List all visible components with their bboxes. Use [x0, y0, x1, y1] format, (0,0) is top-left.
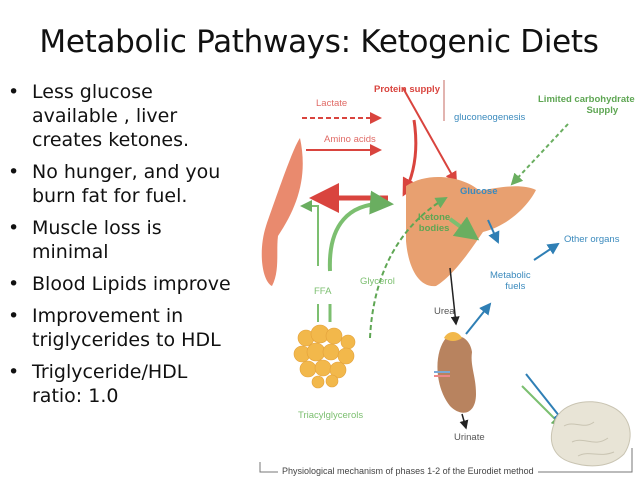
protein-supply-label: Protein supply — [374, 84, 440, 95]
kidney-icon — [434, 332, 476, 413]
slide-title: Metabolic Pathways: Ketogenic Diets — [39, 24, 599, 60]
gluconeogenesis-label: gluconeogenesis — [454, 112, 526, 123]
diagram-graphics — [259, 80, 633, 473]
bullet-dot: • — [8, 217, 20, 239]
urinate-label: Urinate — [454, 432, 485, 443]
other-organs-label: Other organs — [564, 234, 620, 245]
urea-label: Urea — [434, 306, 455, 317]
triacylglycerols-label: Triacylglycerols — [298, 410, 364, 421]
brain-icon — [550, 401, 631, 467]
bullet-dot: • — [8, 273, 20, 295]
bullet-dot: • — [8, 161, 20, 183]
amino-acids-label: Amino acids — [324, 134, 376, 145]
muscle-icon — [261, 138, 303, 286]
diagram-caption: Physiological mechanism of phases 1-2 of… — [278, 466, 538, 476]
bullet-item: •Blood Lipids improve — [8, 273, 231, 295]
ffa-label: FFA — [314, 286, 332, 297]
glycerol-label: Glycerol — [360, 276, 395, 287]
metabolic-diagram: Protein supply Lactate Amino acids gluco… — [258, 76, 638, 479]
fat-cells-icon — [293, 324, 356, 389]
bullet-dot: • — [8, 361, 20, 383]
bullet-dot: • — [8, 305, 20, 327]
bullet-dot: • — [8, 81, 20, 103]
lactate-label: Lactate — [316, 98, 348, 109]
glucose-label: Glucose — [460, 186, 498, 197]
